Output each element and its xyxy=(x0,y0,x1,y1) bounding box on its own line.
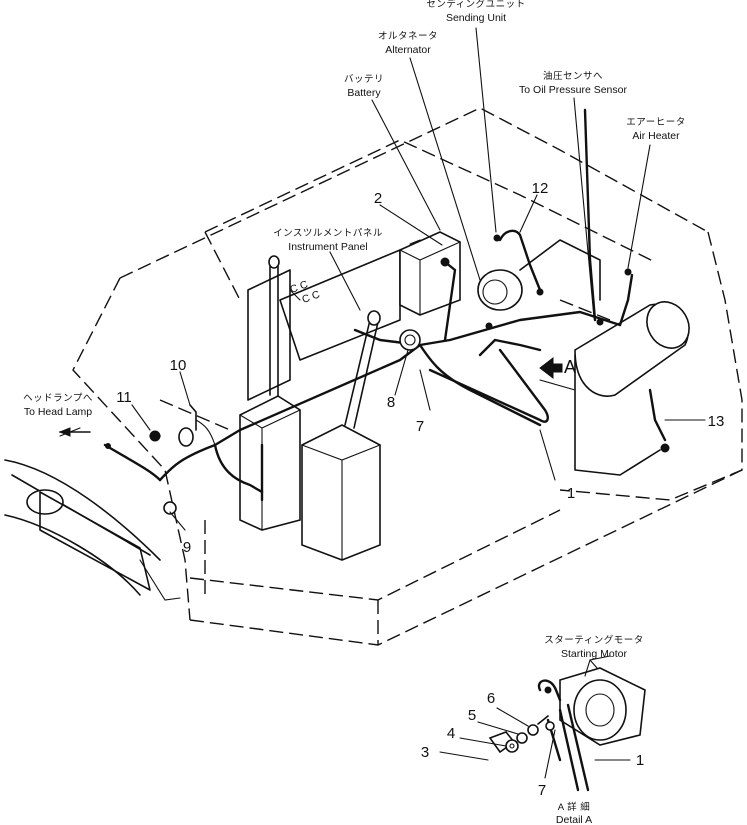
boom-cylinder xyxy=(4,459,181,601)
callout-alternator: オルタネータ Alternator xyxy=(378,31,438,56)
svg-text:Instrument Panel: Instrument Panel xyxy=(288,241,367,253)
detail-hardware xyxy=(439,659,631,779)
svg-text:オルタネータ: オルタネータ xyxy=(378,31,438,42)
part-number-10: 10 xyxy=(170,357,187,374)
svg-text:Detail A: Detail A xyxy=(556,814,592,825)
air-heater-tank xyxy=(539,301,690,476)
callout-head-lamp: ヘッドランプへ To Head Lamp xyxy=(23,393,93,437)
part-number-9: 9 xyxy=(183,539,191,556)
part-number-3: 3 xyxy=(421,744,429,761)
callout-instrument-panel: インスツルメントパネル Instrument Panel xyxy=(273,228,383,253)
svg-text:ヘッドランプへ: ヘッドランプへ xyxy=(23,393,93,404)
part-number-7: 7 xyxy=(416,418,424,435)
svg-text:Alternator: Alternator xyxy=(385,44,431,56)
svg-text:To Oil Pressure Sensor: To Oil Pressure Sensor xyxy=(519,84,627,96)
svg-text:Air Heater: Air Heater xyxy=(632,130,680,142)
instrument-panel-box-left xyxy=(239,255,301,531)
svg-text:スターティングモータ: スターティングモータ xyxy=(544,634,643,646)
part-number-6: 6 xyxy=(487,690,495,707)
part-number-8: 8 xyxy=(387,394,395,411)
part-number-1-detail: 1 xyxy=(636,752,644,769)
alternator xyxy=(477,239,601,311)
machine-frame xyxy=(72,107,743,646)
svg-text:Sending Unit: Sending Unit xyxy=(446,12,506,24)
part-numbers: 2 12 10 11 8 7 13 1 9 6 5 4 3 7 1 xyxy=(116,180,724,799)
svg-text:C C: C C xyxy=(300,288,321,306)
part-number-5: 5 xyxy=(468,707,476,724)
part-number-12: 12 xyxy=(532,180,549,197)
part-number-11: 11 xyxy=(116,389,132,406)
callout-sending-unit: センディングユニット Sending Unit xyxy=(426,0,525,24)
part-number-4: 4 xyxy=(447,725,455,742)
view-a-label: A xyxy=(564,357,576,377)
svg-text:バッテリ: バッテリ xyxy=(344,74,384,85)
svg-text:油圧センサへ: 油圧センサへ xyxy=(543,70,603,82)
starting-motor xyxy=(537,655,646,792)
svg-text:インスツルメントパネル: インスツルメントパネル xyxy=(273,228,383,239)
callout-starting-motor: スターティングモータ Starting Motor xyxy=(544,634,643,660)
view-arrow-a: A xyxy=(539,356,576,380)
battery xyxy=(399,231,461,316)
svg-text:Battery: Battery xyxy=(347,87,381,99)
part-number-7-detail: 7 xyxy=(538,782,546,799)
svg-text:Starting Motor: Starting Motor xyxy=(561,648,627,660)
panel-back-box xyxy=(247,269,291,401)
callout-detail-a: A 詳 細 Detail A xyxy=(556,801,592,825)
part-number-13: 13 xyxy=(708,413,725,430)
horn xyxy=(178,404,216,447)
bolt xyxy=(149,430,161,442)
svg-text:To Head Lamp: To Head Lamp xyxy=(24,406,92,418)
svg-text:A 詳 細: A 詳 細 xyxy=(558,801,591,813)
callout-air-heater: エアーヒータ Air Heater xyxy=(626,117,685,142)
leader-lines xyxy=(59,27,706,531)
engine-block: C C C C xyxy=(279,249,401,361)
instrument-panel-box-right xyxy=(301,310,381,561)
wiring-harness xyxy=(103,108,670,515)
svg-text:センディングユニット: センディングユニット xyxy=(426,0,525,10)
callout-oil-pressure-sensor: 油圧センサへ To Oil Pressure Sensor xyxy=(519,70,627,96)
svg-text:C C: C C xyxy=(288,278,309,296)
part-number-1: 1 xyxy=(567,485,575,502)
svg-text:エアーヒータ: エアーヒータ xyxy=(626,117,685,128)
callout-battery: バッテリ Battery xyxy=(344,74,384,99)
part-number-2: 2 xyxy=(374,190,382,207)
